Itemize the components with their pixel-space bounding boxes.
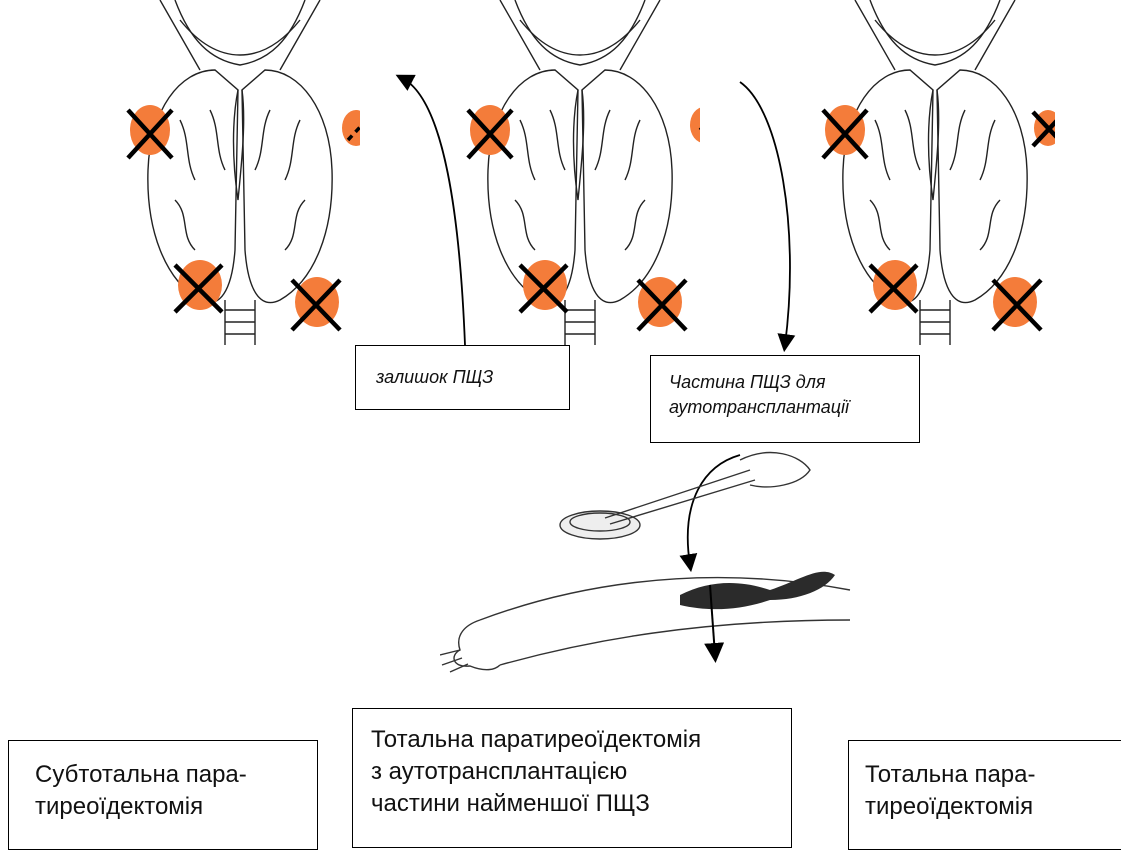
caption-total-line1: Тотальна пара- [865,759,1121,791]
thyroid-illustration [120,0,360,345]
thyroid-panel-subtotal [120,0,360,345]
caption-autotransplant-line3: частини найменшої ПЩЗ [371,788,791,820]
autograft-callout-line1: Частина ПЩЗ для [669,370,919,395]
thyroid-illustration [460,0,700,345]
caption-autotransplant-line2: з аутотрансплантацією [371,756,791,788]
thyroid-panel-total [815,0,1055,345]
remnant-callout: залишок ПЩЗ [355,345,570,410]
remnant-callout-text: залишок ПЩЗ [376,367,493,388]
thyroid-panel-autotransplant [460,0,700,345]
caption-subtotal: Субтотальна пара- тиреоїдектомія [8,740,318,850]
autograft-callout: Частина ПЩЗ для аутотрансплантації [650,355,920,443]
remnant-arrow [402,78,465,345]
caption-autotransplant-line1: Тотальна паратиреоїдектомія [371,724,791,756]
caption-subtotal-line2: тиреоїдектомія [35,791,317,823]
forearm-implant-illustration [440,440,860,700]
thyroid-illustration [815,0,1055,345]
autograft-arrow [740,82,790,345]
caption-total: Тотальна пара- тиреоїдектомія [848,740,1121,850]
caption-subtotal-line1: Субтотальна пара- [35,759,317,791]
caption-autotransplant: Тотальна паратиреоїдектомія з аутотрансп… [352,708,792,848]
caption-total-line2: тиреоїдектомія [865,791,1121,823]
autograft-callout-line2: аутотрансплантації [669,395,919,420]
